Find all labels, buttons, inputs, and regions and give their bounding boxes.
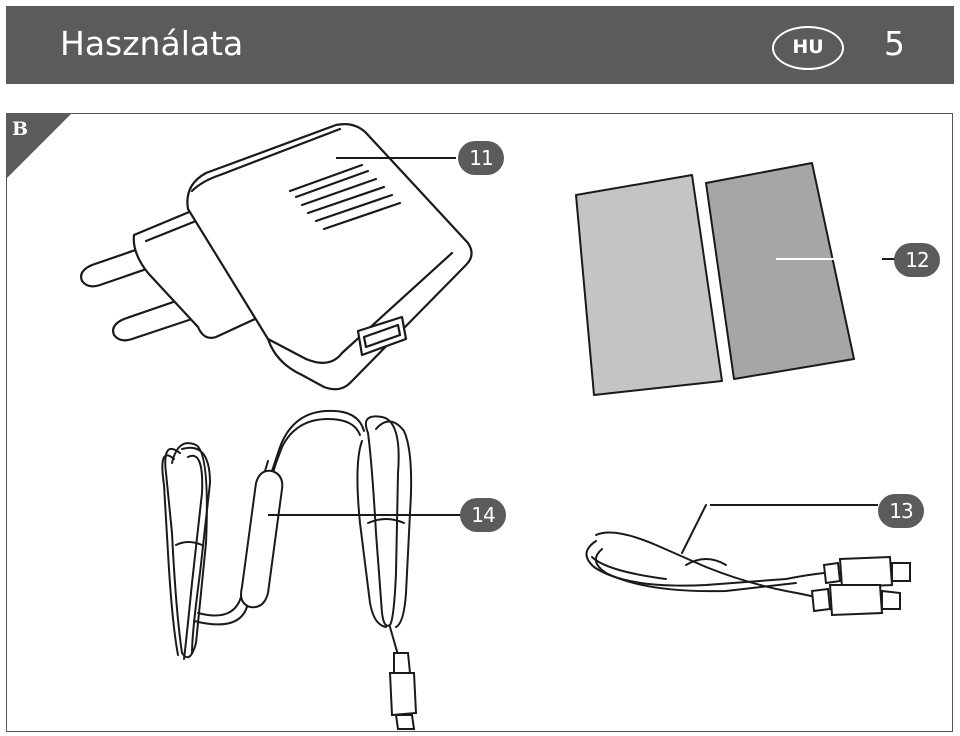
- usb-cable-drawing: [585, 504, 911, 617]
- power-adapter-drawing: [80, 123, 473, 391]
- callout-11: 11: [458, 141, 504, 175]
- figure-label-corner: [6, 113, 72, 179]
- callout-14: 14: [460, 498, 506, 532]
- figure-frame: [6, 113, 953, 732]
- page-header: Használata HU 5: [6, 6, 954, 84]
- language-badge: HU: [772, 26, 844, 70]
- section-title: Használata: [60, 24, 244, 63]
- figure-label: B: [12, 118, 29, 140]
- product-contents-illustration: [6, 113, 911, 730]
- page-number: 5: [884, 24, 905, 63]
- adhesive-pads-drawing: [575, 162, 855, 396]
- callout-12: 12: [894, 243, 940, 277]
- heating-cable-drawing: [161, 409, 418, 730]
- callout-13: 13: [878, 494, 924, 528]
